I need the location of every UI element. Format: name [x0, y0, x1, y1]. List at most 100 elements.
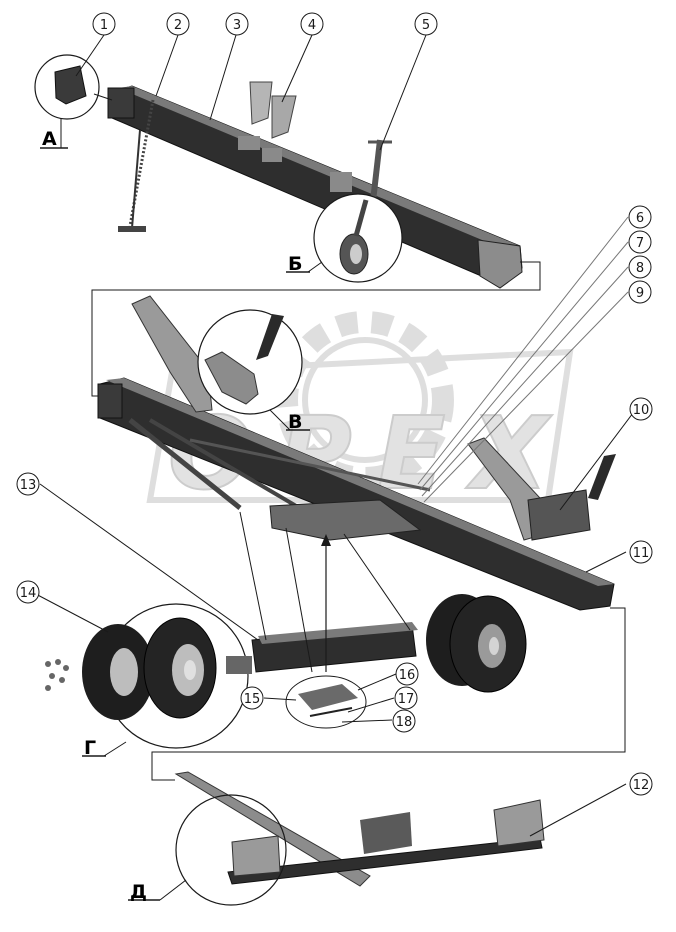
callout-3: 3: [225, 12, 249, 36]
bracket-b: [262, 148, 282, 162]
main-beam-top: [106, 378, 614, 586]
callout-label: 15: [244, 692, 261, 707]
bracket-a: [238, 136, 260, 150]
callout-label: 11: [633, 546, 650, 561]
bottom-right-plate: [493, 799, 545, 847]
callouts: 1 2 3 4 5 6 7 8 9 10 11 12 13 14 15 16 1…: [16, 12, 653, 796]
support-leg: [131, 129, 141, 229]
connector-top: [91, 261, 541, 397]
detail-v-flap: [256, 314, 284, 360]
right-mount: [527, 489, 591, 541]
callout-13: 13: [16, 472, 40, 496]
callout-label: 6: [636, 211, 644, 226]
axle-detail-rod: [309, 707, 353, 717]
callout-label: 1: [100, 18, 108, 33]
bottom-frame-assembly: [128, 771, 545, 906]
callout-1: 1: [92, 12, 116, 36]
callout-14: 14: [16, 580, 40, 604]
detail-b-tail: [307, 261, 323, 273]
drawbar-assembly: [34, 54, 523, 289]
center-plate: [269, 499, 422, 541]
callout-label: 16: [399, 668, 416, 683]
leader-6: [417, 216, 629, 485]
axle-assembly: [45, 511, 527, 757]
leader-8: [421, 266, 629, 497]
hitch-part: [54, 65, 87, 105]
callout-9: 9: [628, 280, 652, 304]
left-wheels: [82, 617, 252, 720]
callout-label: 3: [233, 18, 241, 33]
detail-label-d: Д: [130, 881, 147, 903]
left-hub: [184, 660, 196, 680]
detail-label-v: В: [288, 411, 302, 433]
callout-17: 17: [394, 686, 418, 710]
callout-label: 8: [636, 261, 644, 276]
callout-label: 10: [633, 403, 650, 418]
leader-9: [423, 291, 629, 503]
jack-strut: [353, 199, 369, 237]
axle-detail-plate: [298, 684, 358, 710]
detail-d-tail: [159, 879, 187, 901]
leader-7: [419, 241, 629, 491]
callout-11: 11: [629, 540, 653, 564]
assembly-line-1: [239, 511, 267, 641]
callout-label: 14: [20, 586, 37, 601]
callout-label: 2: [174, 18, 182, 33]
main-beam-head: [97, 383, 123, 419]
callout-leaders: [31, 34, 637, 837]
callout-4: 4: [300, 12, 324, 36]
callout-label: 12: [633, 778, 650, 793]
callout-label: 5: [422, 18, 430, 33]
bottom-left-plate: [231, 835, 281, 877]
diag-tube-1: [128, 418, 242, 510]
detail-a-leader: [93, 93, 113, 101]
callout-6: 6: [628, 205, 652, 229]
bracket-c: [330, 172, 352, 192]
callout-12: 12: [629, 772, 653, 796]
detail-labels: А Б В Г Д: [42, 128, 302, 903]
assembly-line-2: [285, 527, 313, 673]
shield-right: [271, 95, 297, 139]
shield-left: [249, 81, 273, 125]
callout-label: 13: [20, 478, 37, 493]
callout-label: 17: [398, 692, 415, 707]
detail-label-g: Г: [84, 737, 96, 759]
callout-5: 5: [414, 12, 438, 36]
diag-tube-3: [189, 438, 431, 492]
callout-15: 15: [240, 686, 264, 710]
bottom-beam: [174, 771, 371, 887]
detail-label-a: А: [42, 128, 57, 150]
wheel-nuts: [45, 659, 69, 691]
detail-d-circle: [175, 794, 287, 906]
drawbar-rear-bracket: [477, 239, 523, 289]
diag-tube-2: [148, 418, 322, 522]
detail-g-tail: [103, 741, 127, 757]
callout-10: 10: [629, 397, 653, 421]
callout-7: 7: [628, 230, 652, 254]
axle-beam-top: [258, 622, 418, 644]
right-wheels: [426, 594, 527, 693]
bottom-center-plate: [360, 812, 412, 854]
bottom-long-plate: [227, 837, 543, 885]
support-foot: [118, 226, 146, 232]
left-rim-inner: [110, 648, 138, 696]
right-flap: [588, 454, 616, 500]
assembly-line-3: [343, 533, 411, 631]
drawbar-beam-top: [118, 86, 520, 250]
detail-label-b: Б: [288, 253, 302, 275]
callout-16: 16: [395, 662, 419, 686]
watermark-gear: [276, 311, 454, 489]
callout-label: 7: [636, 236, 644, 251]
left-spindle: [226, 656, 252, 674]
callout-label: 4: [308, 18, 316, 33]
support-chain: [128, 99, 155, 227]
drawbar-head: [107, 87, 135, 119]
jack-wheel-hub: [350, 244, 362, 264]
main-frame-assembly: [97, 216, 629, 611]
callout-18: 18: [392, 709, 416, 733]
assembly-arrowhead: [321, 534, 331, 546]
callout-label: 18: [396, 715, 413, 730]
callout-8: 8: [628, 255, 652, 279]
right-hub: [489, 637, 499, 655]
